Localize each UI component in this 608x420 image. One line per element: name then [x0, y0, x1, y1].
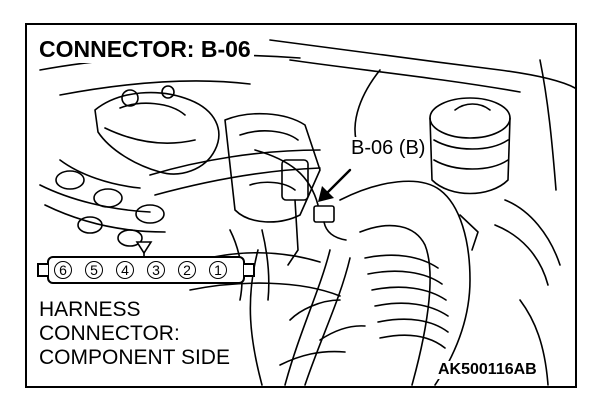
- harness-label-line1: HARNESS: [36, 299, 144, 320]
- harness-label-line2: CONNECTOR:: [36, 323, 183, 344]
- key-marker-icon: [135, 241, 153, 255]
- harness-label-line3: COMPONENT SIDE: [36, 347, 233, 368]
- connector-title: CONNECTOR: B-06: [36, 37, 254, 63]
- connector-pin-5: 5: [85, 261, 103, 279]
- connector-pin-4: 4: [116, 261, 134, 279]
- connector-pin-3: 3: [147, 261, 165, 279]
- connector-pin-2: 2: [178, 261, 196, 279]
- connector-pin-6: 6: [54, 261, 72, 279]
- figure-code: AK500116AB: [436, 361, 539, 379]
- callout-arrow: [318, 168, 352, 202]
- callout-label: B-06 (B): [348, 137, 429, 159]
- connector-pin-1: 1: [209, 261, 227, 279]
